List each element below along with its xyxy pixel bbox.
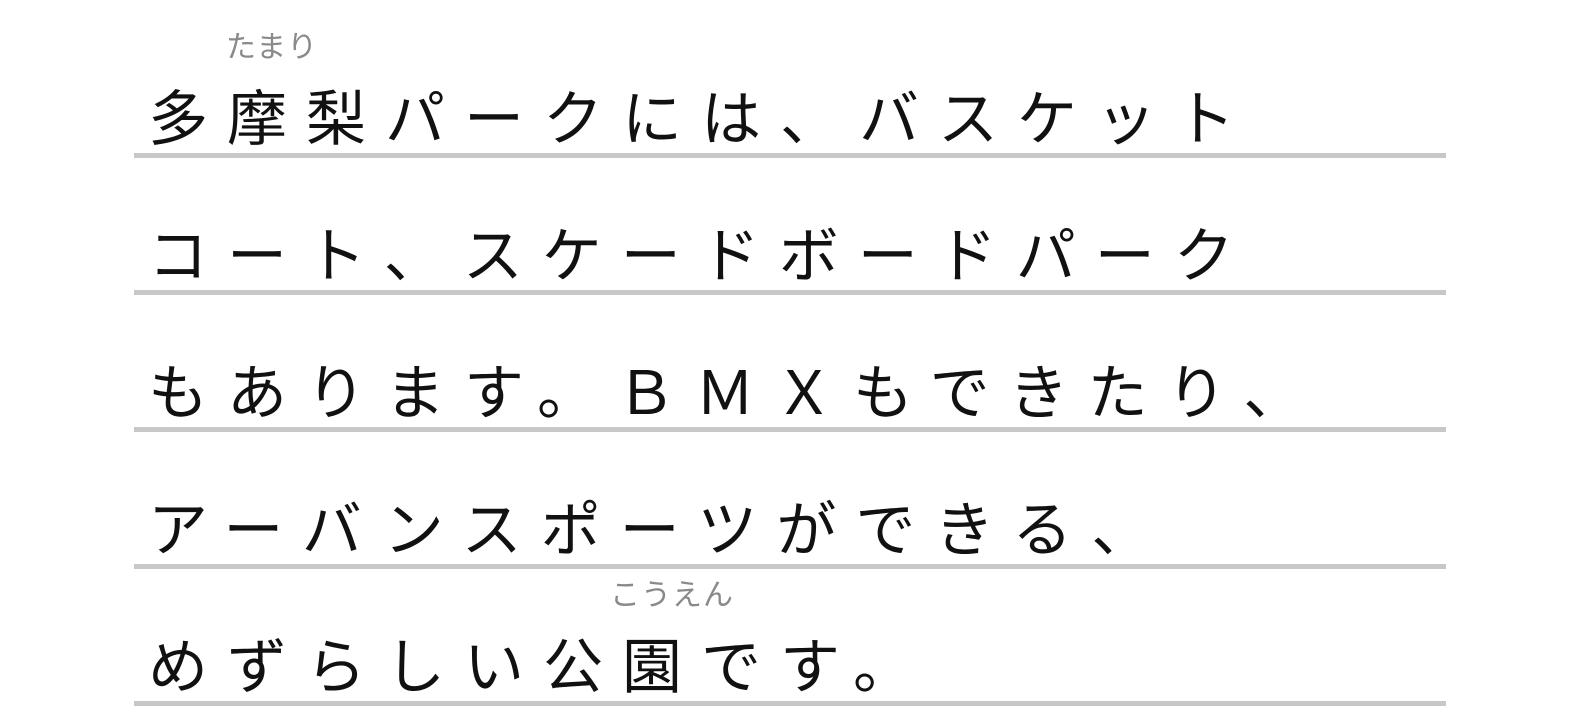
line-2-rule: [134, 290, 1446, 295]
line-4-text: アーバンスポーツができる、: [148, 496, 1171, 566]
writing-line-4: アーバンスポーツができる、: [134, 431, 1446, 569]
line-3-text: もあります。ＢＭＸもできたり、: [148, 359, 1323, 429]
writing-line-5: めずらしい公園です。: [134, 568, 1446, 706]
line-5-text: めずらしい公園です。: [148, 633, 932, 703]
line-5-rule: [134, 701, 1446, 706]
furigana-tamari: たまり: [226, 30, 319, 65]
writing-line-3: もあります。ＢＭＸもできたり、: [134, 294, 1446, 432]
line-4-rule: [134, 564, 1446, 569]
line-1-rule: [134, 153, 1446, 158]
line-3-rule: [134, 427, 1446, 432]
furigana-kouen: こうえん: [610, 578, 734, 613]
line-1-text: 多摩梨パークには、バスケット: [148, 85, 1254, 155]
writing-line-2: コート、スケードボードパーク: [134, 157, 1446, 295]
line-2-text: コート、スケードボードパーク: [148, 222, 1253, 292]
writing-line-1: 多摩梨パークには、バスケット: [134, 20, 1446, 158]
